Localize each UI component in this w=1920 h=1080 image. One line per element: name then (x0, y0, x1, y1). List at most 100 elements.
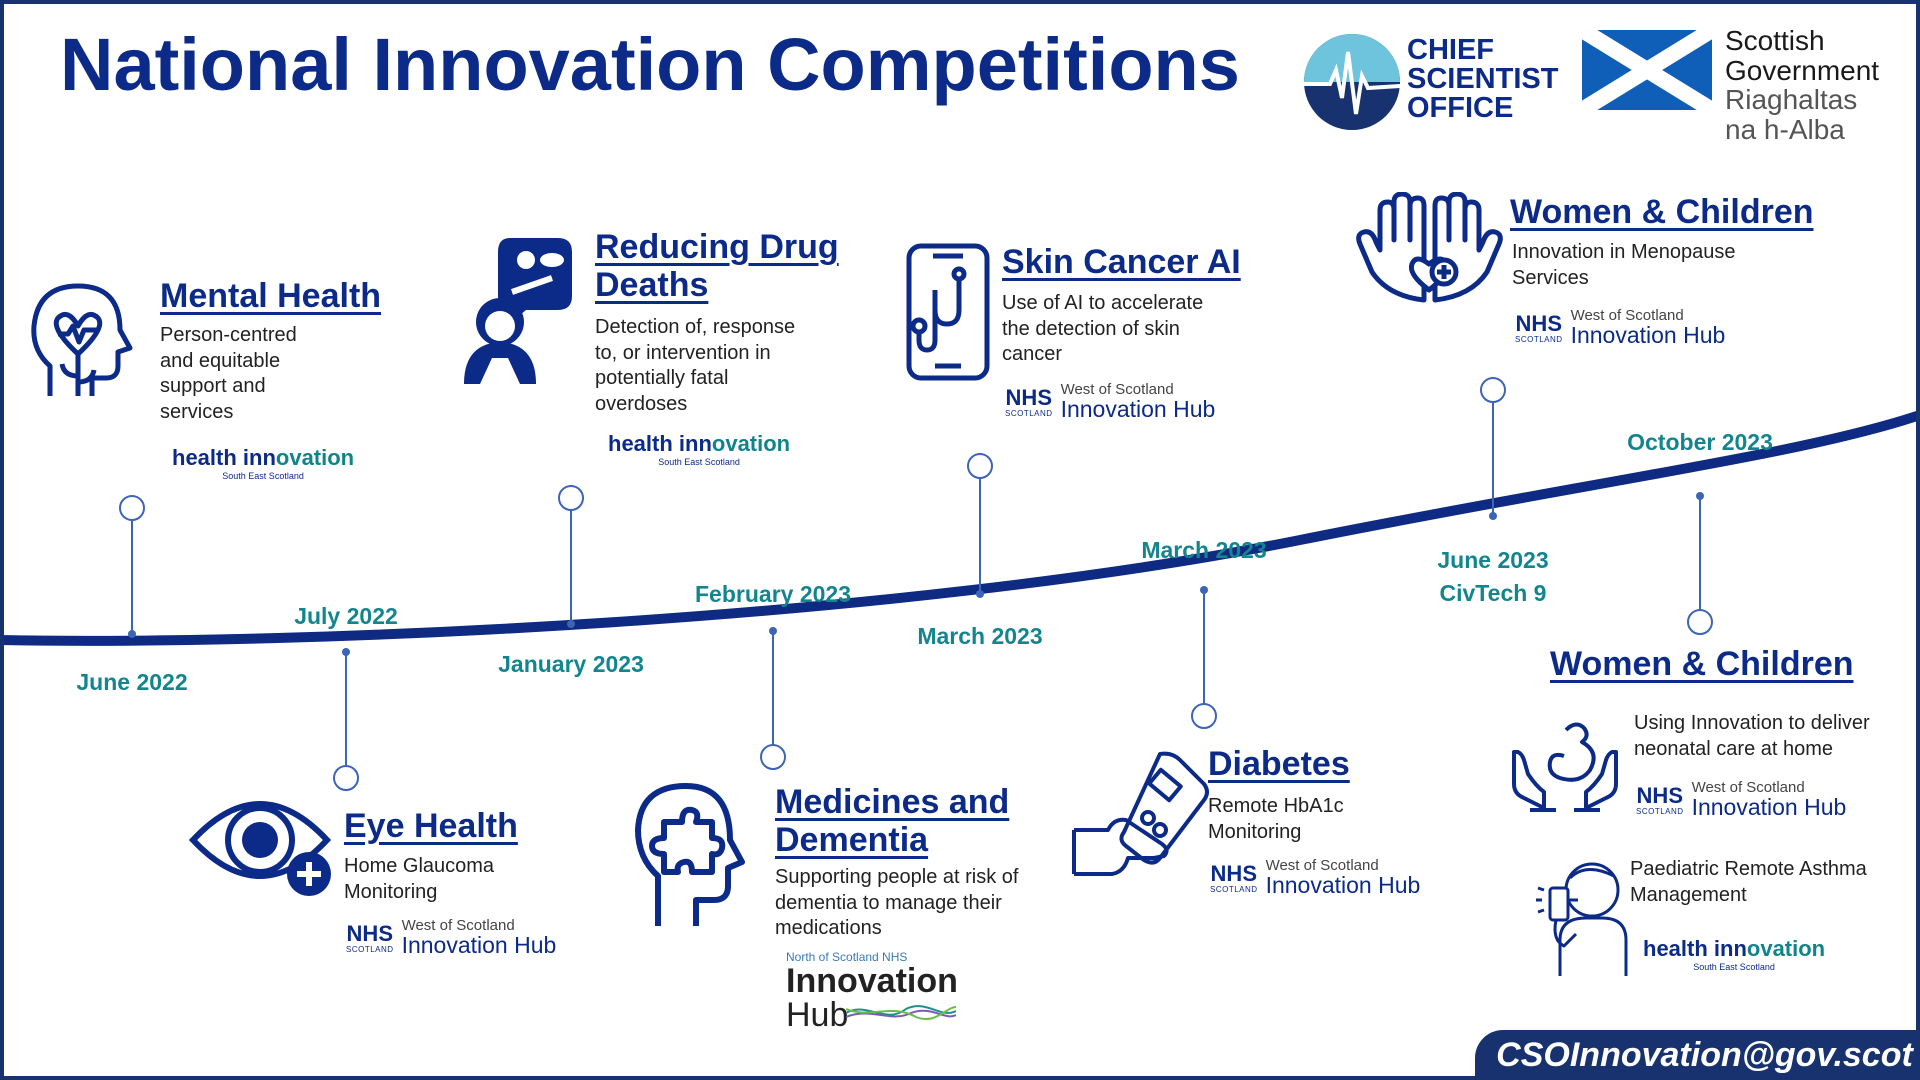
scotgov-line3: Riaghaltas (1725, 84, 1858, 116)
contact-email-link[interactable]: CSOInnovation@gov.scot (1475, 1030, 1920, 1080)
scotgov-line2: Government (1725, 54, 1880, 86)
org-logo-health-innovation-1: health innovation South East Scotland (172, 445, 355, 482)
nos-a: Innovation (786, 962, 958, 1000)
nhs-mark: NHS (1515, 310, 1562, 336)
connector-june-2022-end (119, 495, 145, 521)
eye-icon (188, 801, 332, 896)
nhs-west: West of Scotland (1265, 857, 1379, 874)
cso-line1: CHIEF (1407, 34, 1494, 66)
milestone-desc-women-children-2b: Paediatric Remote Asthma Management (1630, 858, 1867, 906)
date-january-2023: January 2023 (498, 651, 644, 677)
hi-sub: South East Scotland (222, 471, 304, 481)
scotgov-logo-text: Scottish Government Riaghaltas na h-Alba (1725, 26, 1879, 145)
hi-text-b: ovation (275, 445, 355, 470)
milestone-title-eye-health: Eye Health (344, 807, 518, 845)
nos-top: North of Scotland NHS (786, 950, 908, 964)
milestone-desc-reducing-drug-deaths: Detection of, response to, or interventi… (595, 316, 796, 415)
nhs-mark: NHS (1636, 782, 1683, 808)
date-june-2022: June 2022 (76, 669, 188, 695)
connector-march-2023-a-end (967, 453, 993, 479)
scotgov-line4: na h-Alba (1725, 114, 1845, 146)
org-logo-north-scotland: North of Scotland NHS Innovation Hub (786, 950, 958, 1032)
connector-july-2022-end (333, 765, 359, 791)
hands-heart-icon (1356, 192, 1503, 303)
heartbeat-icon (1304, 34, 1401, 130)
timeline-curve (0, 410, 1920, 646)
connector-june-2023-end (1480, 377, 1506, 403)
date-october-2023: October 2023 (1627, 429, 1773, 455)
glucose-meter-icon (1072, 751, 1209, 876)
head-heart-icon (31, 283, 133, 396)
milestone-title-reducing-drug-deaths: Reducing Drug Deaths (595, 228, 839, 305)
milestone-desc-medicines-dementia: Supporting people at risk of dementia to… (775, 866, 1019, 940)
date-june-2023: June 2023 CivTech 9 (1437, 544, 1548, 611)
nhs-scotland: SCOTLAND (1515, 334, 1563, 344)
milestone-title-women-children-2: Women & Children (1550, 645, 1854, 683)
nhs-west: West of Scotland (1691, 779, 1805, 796)
brain-puzzle-icon (635, 783, 745, 926)
child-inhaler-icon (1536, 862, 1628, 976)
date-march-2023-a: March 2023 (917, 623, 1043, 649)
cso-line3: OFFICE (1407, 92, 1514, 124)
hi-text-a: health inn (172, 445, 276, 470)
nhs-hub: Innovation Hub (1265, 872, 1421, 898)
milestone-desc-skin-cancer-ai: Use of AI to accelerate the detection of… (1002, 292, 1204, 366)
date-february-2023: February 2023 (695, 581, 851, 607)
milestone-title-women-children-1: Women & Children (1510, 193, 1814, 231)
milestone-desc-diabetes: Remote HbA1c Monitoring (1208, 795, 1344, 843)
nhs-scotland: SCOTLAND (1005, 408, 1053, 418)
hi-text-a: health inn (608, 431, 712, 456)
milestone-desc-mental-health: Person-centred and equitable support and… (160, 324, 297, 423)
cso-logo-text: CHIEF SCIENTIST OFFICE (1407, 36, 1558, 123)
milestone-title-mental-health: Mental Health (160, 277, 382, 315)
milestone-desc-eye-health: Home Glaucoma Monitoring (344, 855, 495, 903)
nhs-west: West of Scotland (401, 917, 515, 934)
phone-stethoscope-icon (906, 243, 990, 381)
nhs-scotland: SCOTLAND (1210, 884, 1258, 894)
connector-march-2023-b-end (1191, 703, 1217, 729)
milestone-title-diabetes: Diabetes (1208, 745, 1350, 783)
nhs-west: West of Scotland (1570, 307, 1684, 324)
nhs-mark: NHS (346, 920, 393, 946)
milestone-desc-women-children-2a: Using Innovation to deliver neonatal car… (1634, 712, 1870, 760)
connector-january-2023-end (558, 485, 584, 511)
date-march-2023-b: March 2023 (1141, 537, 1267, 563)
wave-lines-icon (846, 1005, 956, 1020)
nos-b: Hub (786, 996, 849, 1034)
hi-text-a: health inn (1643, 936, 1747, 961)
hi-text-b: ovation (1746, 936, 1826, 961)
nhs-west: West of Scotland (1060, 381, 1174, 398)
hi-text-b: ovation (711, 431, 791, 456)
nhs-hub: Innovation Hub (1691, 794, 1847, 820)
connector-february-2023-end (760, 744, 786, 770)
connector-october-2023-end (1687, 609, 1713, 635)
nhs-hub: Innovation Hub (1060, 396, 1216, 422)
page-title: National Innovation Competitions (60, 23, 1240, 106)
org-logo-health-innovation-3: health innovation South East Scotland (1643, 936, 1826, 973)
nhs-hub: Innovation Hub (1570, 322, 1726, 348)
date-july-2022: July 2022 (294, 603, 398, 629)
hi-sub: South East Scotland (658, 457, 740, 467)
hi-sub: South East Scotland (1693, 962, 1775, 972)
milestone-desc-women-children-1: Innovation in Menopause Services (1512, 241, 1736, 289)
baby-hands-icon (1512, 722, 1618, 812)
nhs-scotland: SCOTLAND (1636, 806, 1684, 816)
cso-line2: SCIENTIST (1407, 63, 1559, 95)
date-june-2023-line1: June 2023 (1437, 547, 1549, 573)
nhs-mark: NHS (1210, 860, 1257, 886)
person-pills-icon (464, 238, 572, 384)
date-june-2023-line2: CivTech 9 (1439, 580, 1547, 607)
nhs-mark: NHS (1005, 384, 1052, 410)
nhs-scotland: SCOTLAND (346, 944, 394, 954)
milestone-title-skin-cancer-ai: Skin Cancer AI (1002, 243, 1241, 281)
org-logo-health-innovation-2: health innovation South East Scotland (608, 431, 791, 468)
saltire-flag-icon (1582, 30, 1712, 110)
nhs-hub: Innovation Hub (401, 932, 557, 958)
